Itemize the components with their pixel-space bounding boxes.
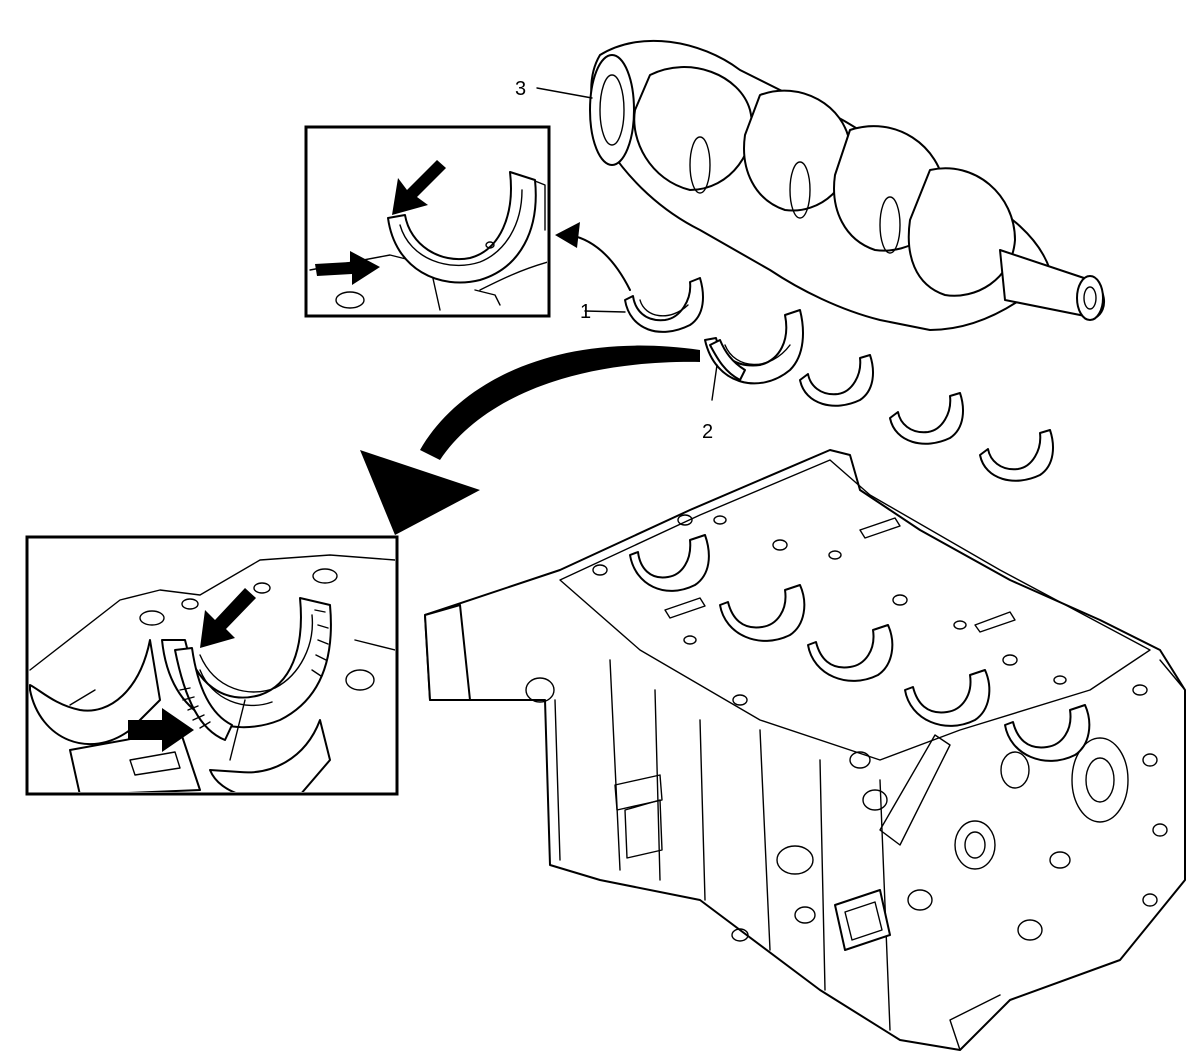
callout-label-3: 3	[515, 78, 526, 100]
main-bearing-saddles	[629, 534, 1091, 762]
callout-leader-1	[584, 310, 626, 313]
bearing-shell-4	[889, 392, 964, 445]
black-arrow-icon	[200, 588, 256, 648]
callout-leader-2	[711, 364, 718, 401]
bearing-shell-5	[979, 429, 1054, 482]
bearing-shells	[584, 277, 1054, 482]
black-arrow-icon	[392, 160, 446, 215]
inset-upper-bearing-detail	[304, 125, 551, 318]
engine-block	[424, 449, 1186, 1051]
callout-label-2: 2	[702, 421, 713, 443]
black-arrow-icon	[315, 251, 380, 285]
callout-label-1: 1	[580, 301, 591, 323]
black-arrow-icon	[128, 708, 194, 752]
block-side-features	[525, 677, 1168, 942]
bearing-shell-2-thrust	[704, 309, 804, 401]
crankshaft	[536, 39, 1105, 331]
bearing-shell-1	[584, 277, 704, 333]
deck-bolt-holes	[592, 514, 1148, 706]
curved-arrow-icon	[555, 222, 631, 291]
bearing-shell-3	[799, 354, 874, 407]
curved-arrow-icon	[360, 345, 700, 535]
callout-leader-3	[536, 87, 593, 99]
inset-thrust-bearing-detail	[25, 535, 399, 796]
